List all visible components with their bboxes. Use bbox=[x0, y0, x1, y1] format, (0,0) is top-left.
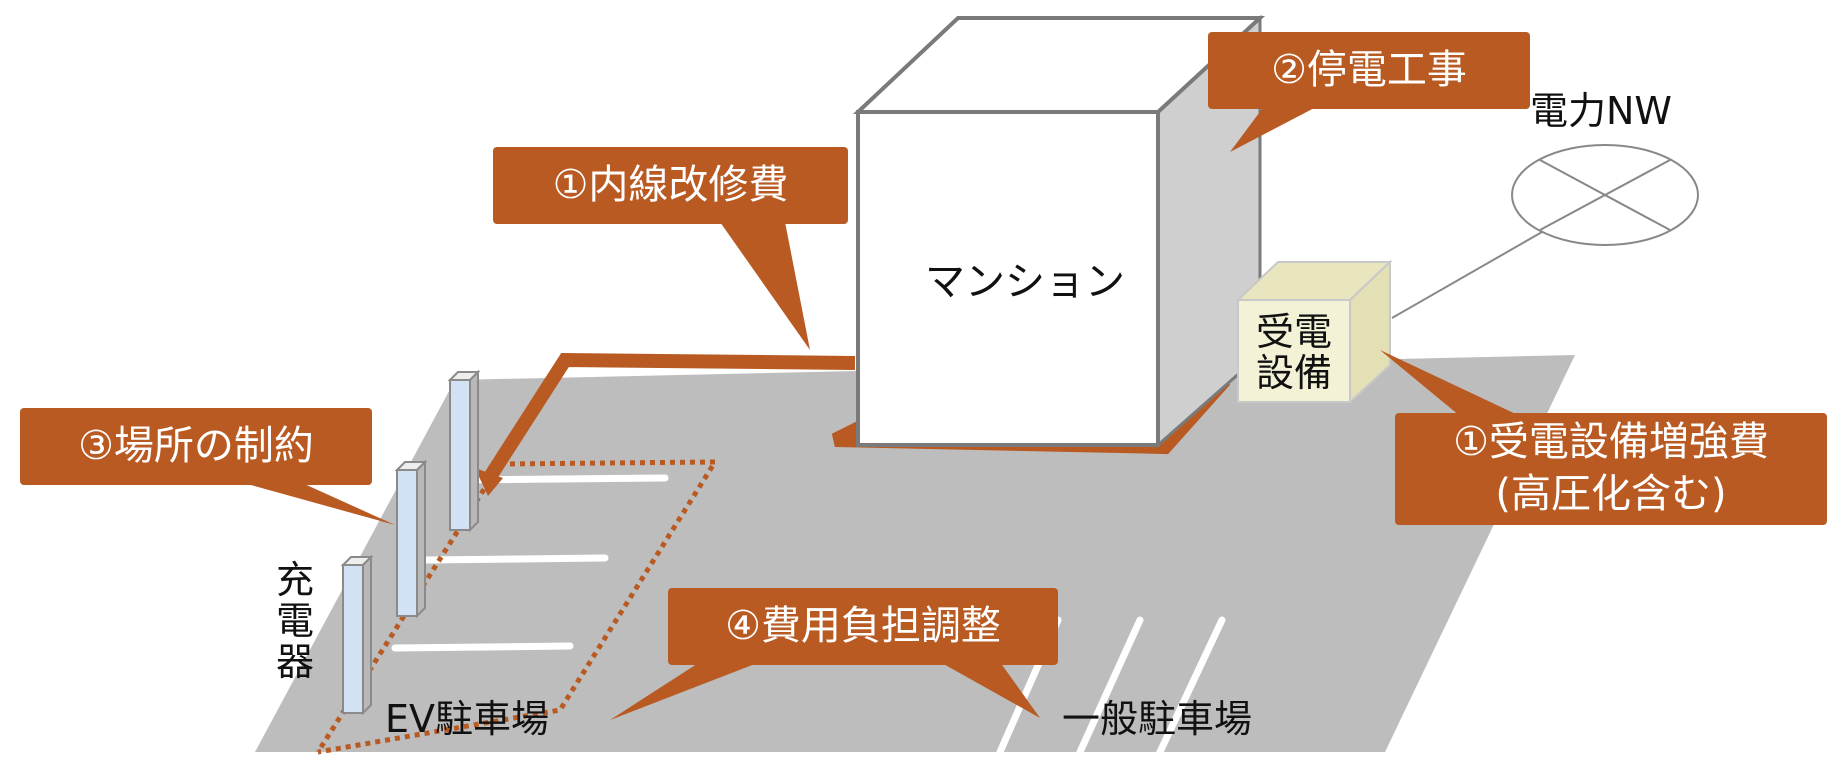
power-network-label: 電力NW bbox=[1530, 89, 1672, 133]
substation-label-line2: 設備 bbox=[1255, 351, 1332, 396]
substation-label: 受電 設備 bbox=[1250, 310, 1338, 396]
parking-lot bbox=[255, 355, 1575, 752]
general-parking-label: 一般駐車場 bbox=[1062, 697, 1253, 741]
callout-wiring: ①内線改修費 bbox=[552, 162, 789, 208]
charger-label-char2: 電 bbox=[275, 599, 314, 644]
callout-cost-sharing: ④費用負担調整 bbox=[725, 603, 1001, 649]
callout-location: ③場所の制約 bbox=[78, 423, 314, 469]
callout-substation-upgrade-line2: (高圧化含む) bbox=[1495, 471, 1727, 517]
ev-parking-boundary bbox=[317, 459, 720, 755]
wiring-route bbox=[482, 352, 856, 484]
callout-outage-shape bbox=[1208, 32, 1530, 152]
charger-label-char1: 充 bbox=[275, 558, 314, 602]
wiring-arrowhead bbox=[475, 468, 503, 496]
callout-substation-upgrade-line1: ①受電設備増強費 bbox=[1453, 419, 1769, 465]
callout-location-shape bbox=[20, 408, 395, 525]
power-line bbox=[1391, 231, 1543, 319]
callout-substation-upgrade-shape bbox=[1380, 350, 1827, 525]
power-network-cross-b bbox=[1539, 159, 1671, 231]
charger-label-char3: 器 bbox=[275, 640, 314, 685]
building-label: マンション bbox=[925, 259, 1125, 305]
callout-cost-sharing-shape bbox=[610, 588, 1058, 720]
ev-parking-label: EV駐車場 bbox=[385, 697, 550, 741]
building-front bbox=[856, 110, 1160, 447]
substation-label-line1: 受電 bbox=[1255, 310, 1332, 354]
callout-outage: ②停電工事 bbox=[1271, 47, 1467, 93]
callout-wiring-shape bbox=[493, 147, 848, 350]
charger-units bbox=[340, 369, 481, 716]
charger-label: 充 電 器 bbox=[270, 558, 320, 685]
substation-front bbox=[1237, 299, 1351, 403]
